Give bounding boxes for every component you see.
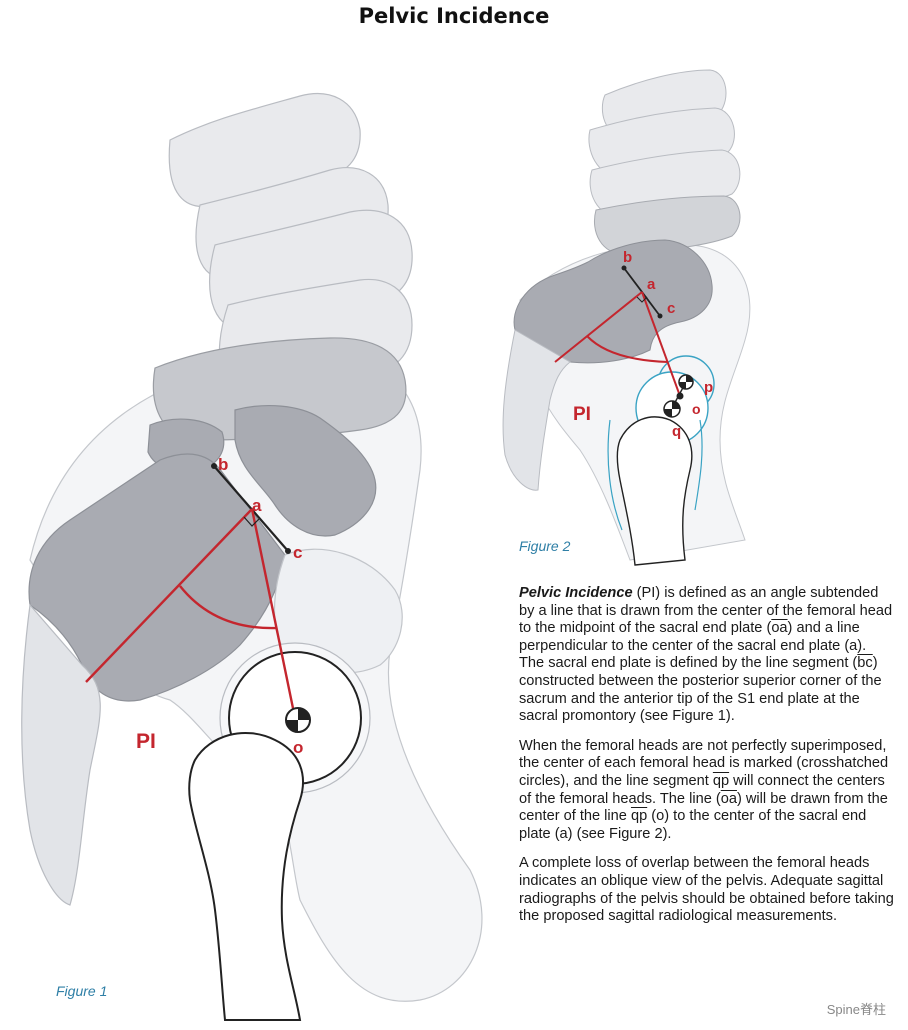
right-angle-marker (243, 516, 261, 527)
line-oa (250, 508, 297, 719)
watermark: Spine脊柱 (826, 1002, 886, 1017)
coccyx-2 (502, 329, 571, 491)
term-pelvic-incidence: Pelvic Incidence (519, 585, 633, 601)
p1-part-a: (PI) is defined as an angle subtended by… (519, 585, 893, 637)
femoral-center-marker-q (663, 400, 681, 418)
paragraph-3: A complete loss of overlap between the f… (519, 855, 894, 925)
pi-angle-arc-2 (586, 335, 669, 363)
pi-angle-arc (179, 585, 278, 630)
label-a-2: a (647, 276, 656, 293)
label-b-2: b (623, 249, 632, 266)
figure-1: b a c o PI (21, 92, 483, 1021)
line-oa-2 (641, 291, 681, 397)
p2-part-c: ) will be drawn from the center of the l… (519, 790, 888, 825)
label-c: c (293, 543, 302, 562)
midpoint-o (676, 392, 684, 400)
coccyx (21, 603, 101, 906)
label-p-2: p (704, 379, 713, 396)
label-a: a (252, 496, 262, 515)
label-pi: PI (136, 730, 156, 753)
p1-oa: oa (771, 620, 788, 637)
perpendicular-line-2 (554, 291, 643, 363)
point-b-2 (621, 265, 627, 271)
figure-1-caption: Figure 1 (56, 983, 108, 999)
label-pi-2: PI (573, 404, 591, 425)
page-title: Pelvic Incidence (358, 4, 550, 28)
figure-2: b a c p o q PI (502, 69, 751, 566)
femoral-center-marker-p (678, 374, 694, 390)
paragraph-2: When the femoral heads are not perfectly… (519, 738, 894, 844)
p2-oa: oa (720, 790, 737, 807)
point-c-2 (657, 313, 663, 319)
p2-qp-2: qp (630, 808, 648, 825)
femoral-center-marker (285, 707, 311, 733)
femur-shaft (188, 731, 304, 1021)
p2-qp: qp (712, 772, 730, 789)
femur-shaft-2 (616, 416, 693, 566)
sacrum-2 (513, 239, 713, 364)
p2-part-a: When the femoral heads are not perfectly… (519, 737, 889, 789)
point-c (285, 548, 291, 554)
label-o: o (293, 738, 303, 757)
right-angle-marker-2 (636, 296, 648, 303)
paragraph-1: Pelvic Incidence (PI) is defined as an a… (519, 585, 894, 726)
p2-part-d: (o) to the center of the sacral end plat… (519, 808, 867, 842)
p1-bc: bc (857, 655, 873, 672)
facet-right (234, 405, 377, 537)
p1-part-b: ) and a line perpendicular to the center… (519, 620, 867, 672)
perpendicular-line (85, 508, 253, 683)
label-o-2: o (692, 401, 701, 417)
label-b: b (218, 455, 228, 474)
figure-2-caption: Figure 2 (519, 538, 571, 554)
femur-shaft-2-cyan (607, 419, 703, 531)
description-text: Pelvic Incidence (PI) is defined as an a… (519, 585, 894, 938)
p1-part-c: ) constructed between the posterior supe… (519, 655, 882, 725)
p2-part-b: will connect the centers of the femoral … (519, 772, 885, 807)
label-q-2: q (672, 423, 681, 440)
point-b (211, 463, 217, 469)
label-c-2: c (667, 300, 675, 317)
